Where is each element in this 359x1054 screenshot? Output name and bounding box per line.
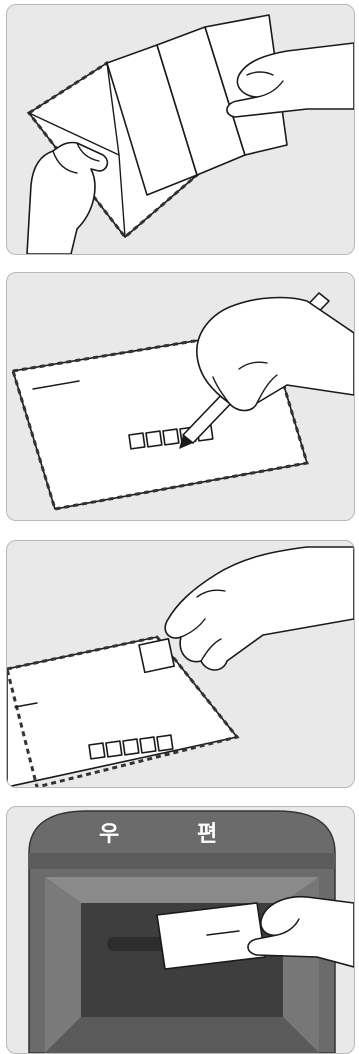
stamping-hand-icon [165, 547, 354, 670]
mailbox-sign-right: 편 [197, 822, 217, 847]
envelope-icon [157, 903, 265, 969]
step-1-fold-letter-panel [6, 4, 355, 255]
stamp-icon [139, 639, 174, 673]
mailbox-sign-left: 우 [99, 822, 119, 847]
step-2-write-address-panel [6, 272, 355, 521]
step-4-mailbox-panel: 우 편 [6, 806, 355, 1054]
attach-stamp-illustration [7, 541, 354, 787]
step-3-attach-stamp-panel [6, 540, 355, 788]
write-postal-code-illustration [7, 273, 354, 520]
fold-letter-illustration [7, 5, 354, 254]
mailbox-illustration: 우 편 [7, 807, 354, 1053]
